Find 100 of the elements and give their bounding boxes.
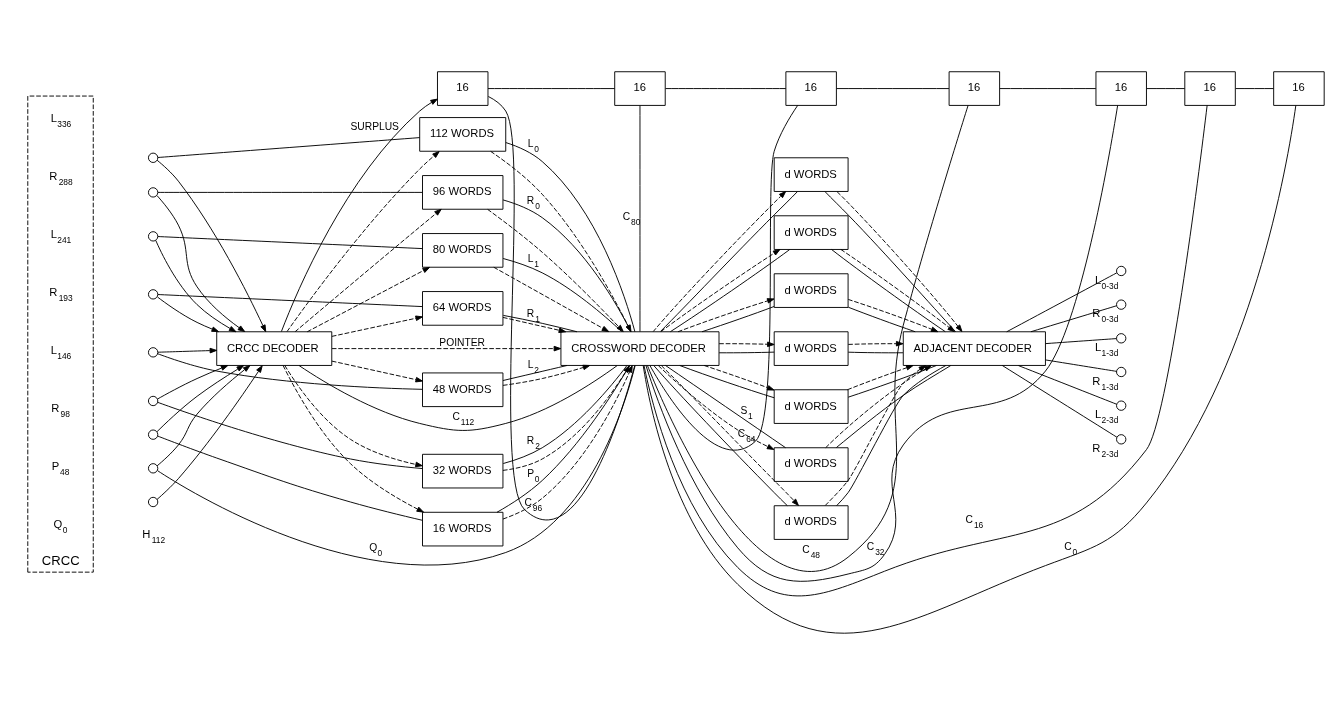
connector: [1030, 305, 1118, 333]
connector: [836, 88, 950, 90]
arrow: [155, 240, 237, 333]
node-text: R$_{288}$: [49, 170, 73, 188]
node-box: d WORDS: [773, 215, 849, 250]
connector: [999, 88, 1097, 90]
node-text: P$_{48}$: [51, 460, 70, 478]
node-box: 16: [948, 71, 1001, 106]
arrow: [156, 159, 267, 333]
node-circle: [1116, 434, 1127, 445]
node-box: 16 WORDS: [422, 511, 504, 547]
connector: [642, 105, 1297, 634]
connector: [679, 365, 775, 399]
edge-label: C$_{64}$: [737, 428, 756, 445]
node-circle: [1116, 400, 1127, 411]
arrow: [825, 365, 932, 449]
connector: [157, 435, 423, 521]
edge-label: L$_{1}$: [527, 253, 539, 270]
edge-label: C$_{112}$: [452, 410, 475, 427]
connector: [643, 104, 1208, 597]
edge-label: C$_{0}$: [1064, 540, 1078, 557]
connector: [1045, 338, 1117, 345]
node-circle: [1116, 366, 1127, 378]
arrow: [156, 365, 245, 433]
node-box: d WORDS: [773, 447, 849, 482]
edge-label: R$_{2}$: [526, 434, 540, 451]
connector: [1146, 88, 1186, 90]
connector: [701, 306, 775, 333]
label: H$_{112}$: [142, 527, 166, 545]
connector: [649, 104, 799, 451]
arrow: [284, 365, 423, 468]
node-box: 48 WORDS: [422, 372, 504, 408]
node-text: L$_{336}$: [50, 112, 72, 130]
arrow: [157, 296, 219, 333]
edge-label: R$_{1}$: [526, 307, 540, 324]
connector: [502, 258, 623, 332]
node-circle: [148, 187, 159, 198]
connector: [157, 236, 423, 250]
connector: [298, 365, 618, 431]
connector: [1006, 272, 1118, 333]
connector: [502, 365, 568, 381]
node-label: L$_{2-3d}$: [1095, 408, 1119, 426]
arrow: [331, 315, 423, 337]
arrow: [282, 365, 425, 513]
node-text: Q$_{0}$: [53, 518, 68, 536]
node-box: d WORDS: [773, 505, 849, 540]
node-text: L$_{146}$: [50, 344, 72, 362]
node-circle: [148, 496, 159, 508]
connector: [665, 88, 787, 90]
connector: [639, 105, 641, 332]
node-circle: [148, 347, 159, 358]
connector: [1001, 364, 1118, 438]
connector: [847, 365, 937, 398]
connector: [847, 306, 916, 333]
edge-label: C$_{16}$: [965, 514, 984, 531]
edge-label: C$_{80}$: [622, 211, 641, 228]
node-circle: [1116, 299, 1127, 310]
node-box: 16: [614, 71, 666, 106]
node-box: CROSSWORD DECODER: [560, 331, 720, 366]
arrow: [502, 364, 591, 386]
edge-label: C$_{32}$: [866, 541, 885, 558]
arrow: [156, 365, 251, 467]
arrow: [824, 365, 927, 506]
edge-label: Q$_{0}$: [369, 542, 383, 559]
arrow: [677, 298, 775, 333]
arrow: [703, 365, 775, 391]
arrow: [331, 345, 562, 352]
node-circle: [148, 289, 159, 300]
connector: [1017, 365, 1118, 405]
connector: [157, 294, 423, 308]
connector: [718, 351, 775, 354]
arrow: [306, 266, 430, 333]
arrow: [657, 365, 775, 450]
arrow: [493, 266, 610, 333]
connector: [847, 351, 904, 354]
arrow: [718, 341, 775, 348]
arrow: [157, 347, 218, 354]
edge-label: P$_{0}$: [527, 467, 540, 484]
node-label: R$_{1-3d}$: [1092, 374, 1119, 392]
arrow: [847, 298, 939, 333]
connector: [645, 105, 1119, 582]
node-box: 16: [785, 71, 837, 106]
node-circle: [148, 463, 159, 474]
connector: [487, 88, 616, 90]
node-box: 16: [437, 71, 489, 106]
node-label: R$_{2-3d}$: [1092, 442, 1119, 460]
node-label: L$_{0-3d}$: [1095, 273, 1119, 291]
connector: [157, 191, 423, 193]
node-box: ADJACENT DECODER: [902, 331, 1046, 366]
arrow: [660, 249, 781, 332]
arrow: [502, 316, 567, 333]
arrow: [331, 360, 423, 383]
node-box: 16: [1184, 71, 1236, 106]
arrow: [156, 365, 263, 500]
connector: [665, 365, 787, 449]
node-text: R$_{193}$: [49, 286, 73, 304]
node-circle: [148, 395, 159, 407]
edge-label: L$_{0}$: [527, 138, 539, 155]
node-box: 16: [1273, 71, 1325, 106]
node-circle: [1116, 333, 1127, 344]
